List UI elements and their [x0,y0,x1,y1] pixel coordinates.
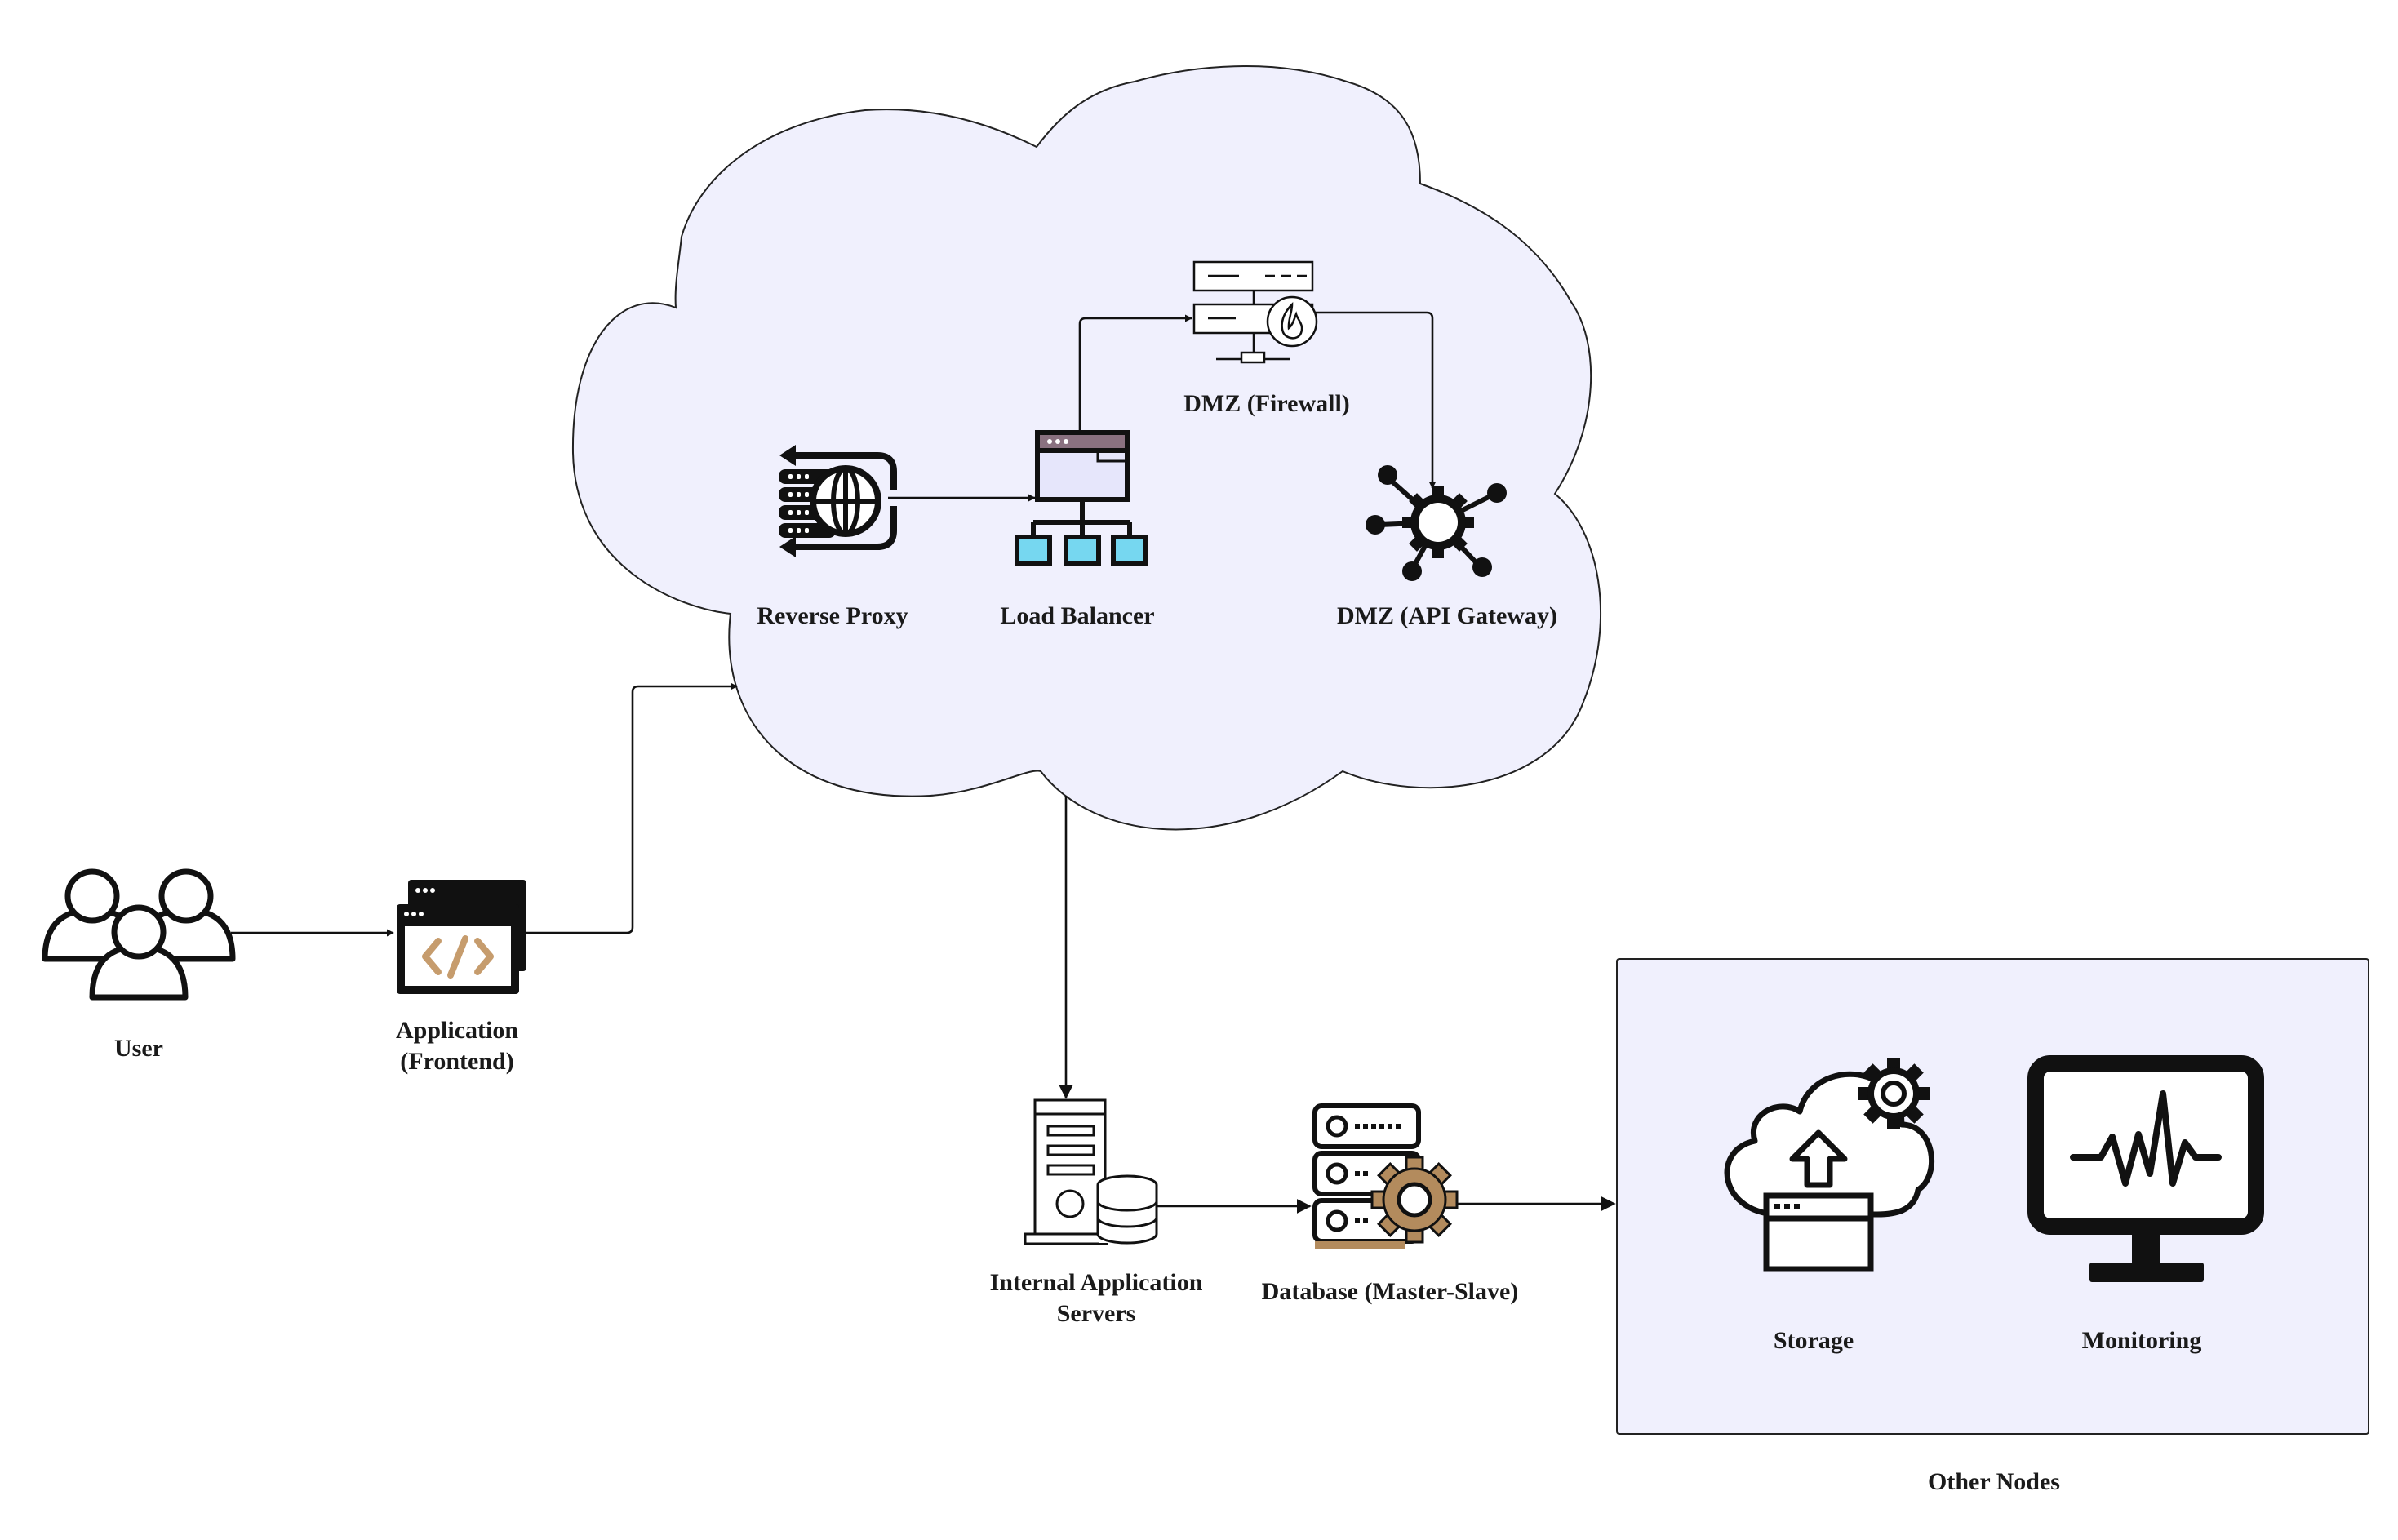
server-database-icon[interactable] [1024,1098,1158,1245]
user-label: User [114,1035,163,1062]
database-label: Database (Master-Slave) [1262,1278,1519,1305]
internal-servers-label-line2: Servers [1057,1300,1136,1327]
cloud-storage-icon[interactable] [1724,1058,1935,1272]
users-group-icon[interactable] [42,868,236,1001]
application-label-line2: (Frontend) [400,1048,513,1075]
firewall-icon[interactable] [1192,260,1318,364]
application-label-line1: Application [396,1017,518,1044]
api-gateway-label: DMZ (API Gateway) [1337,602,1557,629]
internal-servers-label-line1: Internal Application [990,1269,1203,1296]
reverse-proxy-label: Reverse Proxy [757,602,908,629]
monitor-pulse-icon[interactable] [2027,1055,2264,1282]
code-window-icon[interactable] [397,880,526,994]
reverse-proxy-icon[interactable] [779,445,897,557]
storage-label: Storage [1774,1327,1854,1354]
edge-balancer-to-firewall [1078,314,1192,433]
load-balancer-icon[interactable] [1015,430,1148,566]
other-nodes-label: Other Nodes [1928,1468,2060,1495]
load-balancer-label: Load Balancer [1000,602,1154,629]
edge-firewall-to-gateway [1312,311,1437,489]
api-gateway-icon[interactable] [1366,465,1507,581]
edge-application-to-cloud [526,682,738,934]
database-gear-icon[interactable] [1312,1103,1459,1249]
monitoring-label: Monitoring [2082,1327,2202,1354]
firewall-label: DMZ (Firewall) [1183,390,1350,417]
